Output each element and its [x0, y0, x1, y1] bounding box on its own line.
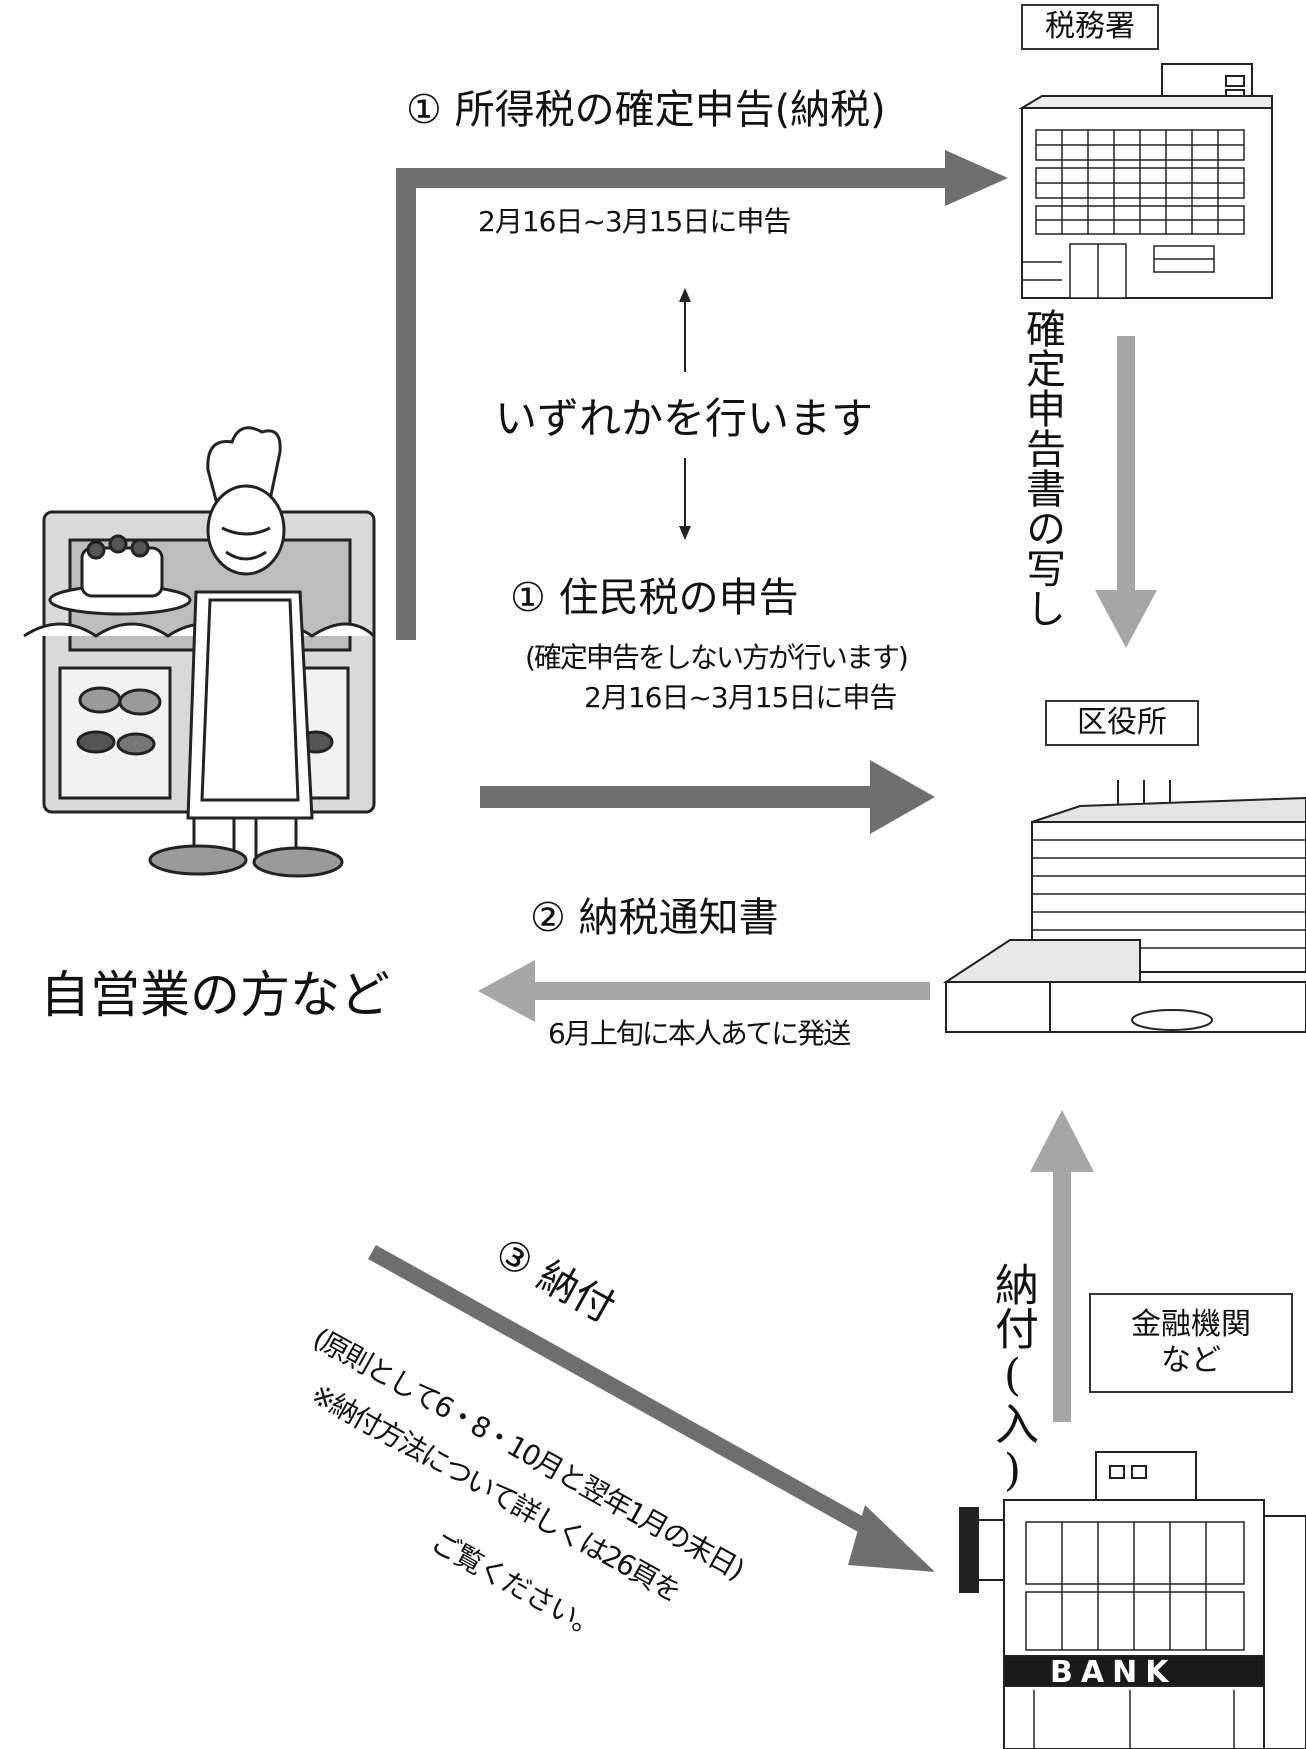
pastry-shop-illustration [23, 426, 376, 878]
step1-income-title: ① 所得税の確定申告(納税) [406, 87, 886, 133]
financial-institution-line1: 金融機関 [1131, 1307, 1251, 1342]
step2-title: ② 納税通知書 [530, 895, 779, 941]
payment-arrow [368, 1245, 935, 1572]
ward-office-building [942, 780, 1306, 1033]
tax-office-label: 税務署 [1045, 9, 1135, 44]
tax-office-building [1018, 63, 1273, 299]
step2-note: 6月上旬に本人あてに発送 [548, 1017, 851, 1050]
bank-building [959, 1451, 1306, 1749]
step1-resident-title: ① 住民税の申告 [510, 575, 799, 621]
person-label: 自営業の方など [40, 966, 390, 1024]
copy-of-return-label: 確定申告書の写し [1019, 308, 1065, 628]
financial-institution-box: 金融機関 など [1089, 1293, 1293, 1393]
ward-office-label: 区役所 [1077, 705, 1167, 740]
step1-income-period: 2月16日~3月15日に申告 [478, 205, 791, 238]
either-label: いずれかを行います [495, 394, 874, 443]
bank-sign: BANK [1050, 1655, 1177, 1690]
tax-notice-arrow [478, 960, 930, 1022]
step1-resident-note: (確定申告をしない方が行います) [525, 641, 909, 674]
resident-tax-arrow [480, 760, 935, 834]
copy-of-return-arrow [1095, 336, 1157, 648]
payment-in-arrow [1030, 1110, 1094, 1422]
either-arrow-down [679, 458, 691, 540]
step1-resident-period: 2月16日~3月15日に申告 [584, 681, 897, 714]
financial-institution-line2: など [1161, 1343, 1221, 1378]
payment-in-label: 納付(入) [987, 1262, 1038, 1496]
tax-office-label-box: 税務署 [1021, 4, 1159, 50]
ward-office-label-box: 区役所 [1045, 700, 1199, 746]
income-tax-arrow [396, 150, 1008, 640]
either-arrow-up [679, 288, 691, 372]
